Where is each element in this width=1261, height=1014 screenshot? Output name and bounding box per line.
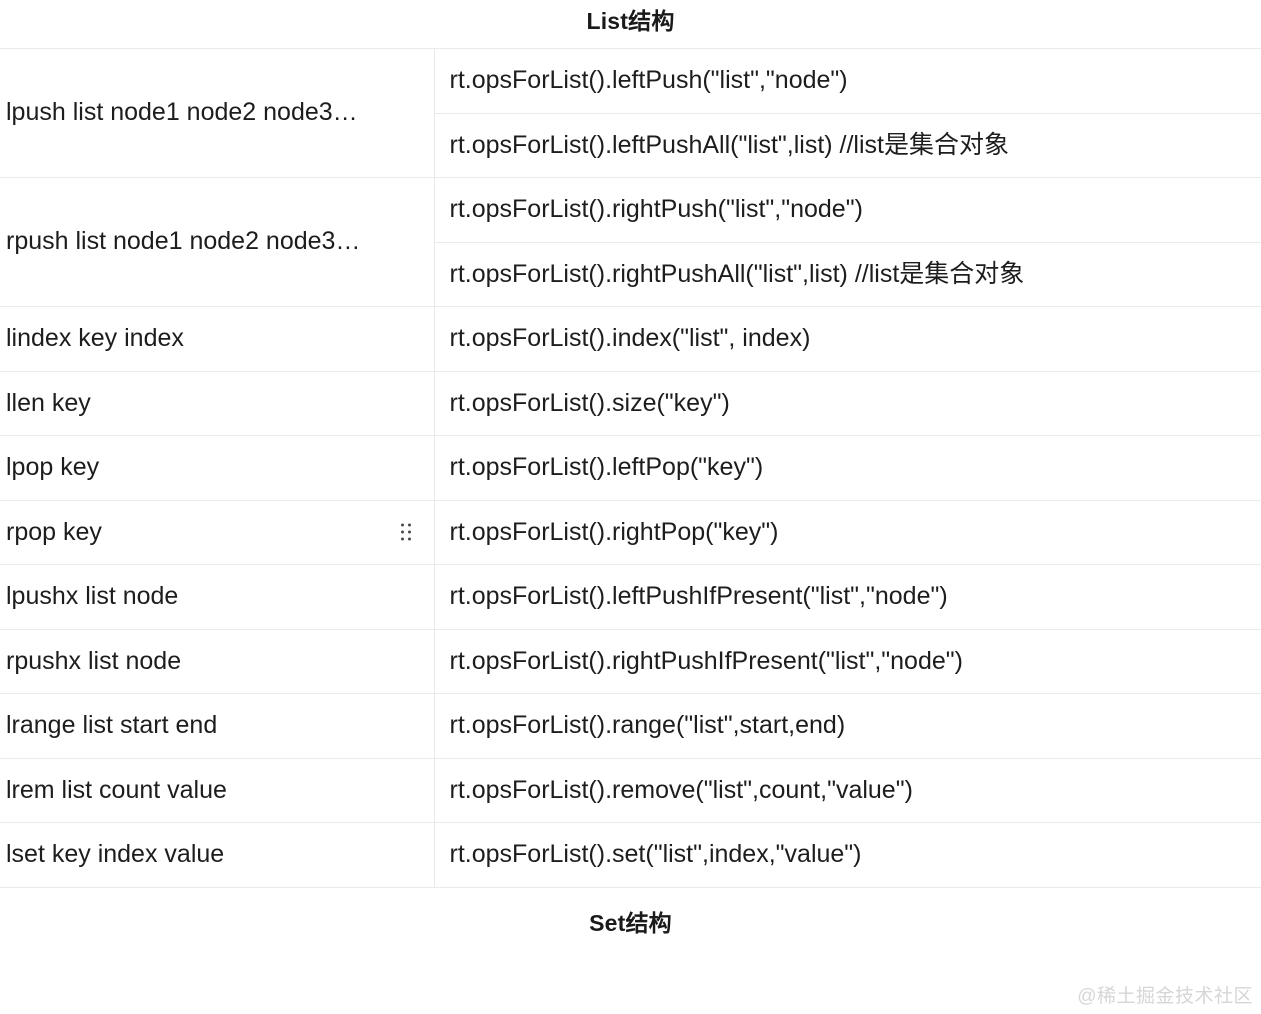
api-stack: rt.opsForList().remove("list",count,"val… [435,759,1261,823]
command-cell: rpushx list node [0,629,435,694]
api-cell: rt.opsForList().rightPushIfPresent("list… [434,629,1261,694]
api-sub-row: rt.opsForList().rightPushIfPresent("list… [435,630,1261,694]
table-row: llen key rt.opsForList().size("key") [0,371,1261,436]
command-cell: lrem list count value [0,758,435,823]
api-text: rt.opsForList().rightPushAll("list",list… [449,259,1025,288]
api-cell: rt.opsForList().leftPush("list","node") r… [434,48,1261,178]
command-text: llen key [6,388,91,417]
watermark: @稀土掘金技术社区 [1077,986,1253,1007]
api-sub-row: rt.opsForList().leftPushAll("list",list)… [435,114,1261,178]
table-row: rpush list node1 node2 node3… rt.opsForLi… [0,177,1261,307]
table-row: rpushx list node rt.opsForList().rightPus… [0,629,1261,694]
api-text: rt.opsForList().rightPop("key") [449,517,779,546]
api-text: rt.opsForList().index("list", index) [449,324,811,352]
api-text: rt.opsForList().leftPushAll("list",list)… [449,130,1010,159]
next-section-title: Set结构 [589,909,672,936]
api-sub-row: rt.opsForList().index("list", index) [435,307,1261,371]
api-text: rt.opsForList().size("key") [449,388,730,417]
page-title: List结构 [586,8,675,34]
table-row: lpushx list node rt.opsForList().leftPush… [0,564,1261,630]
command-cell: lset key index value [0,822,435,888]
command-text: rpush list node1 node2 node3… [6,227,361,256]
command-cell: rpush list node1 node2 node3… [0,177,435,307]
api-text: rt.opsForList().leftPushIfPresent("list"… [449,582,948,610]
command-cell: lpop key [0,435,435,501]
command-text: lset key index value [6,840,225,868]
command-cell: lpushx list node [0,564,435,630]
command-text: lpushx list node [6,582,179,610]
command-cell: llen key [0,371,435,436]
api-cell: rt.opsForList().set("list",index,"value"… [434,822,1261,888]
command-text: rpop key [6,517,102,546]
command-text: rpushx list node [6,646,182,675]
api-stack: rt.opsForList().leftPop("key") [435,436,1261,500]
api-text: rt.opsForList().set("list",index,"value"… [449,840,862,868]
api-cell: rt.opsForList().rightPush("list","node")… [434,177,1261,307]
api-sub-row: rt.opsForList().rightPush("list","node") [434,178,1261,243]
command-cell: lpush list node1 node2 node3… [0,48,435,178]
api-sub-row: rt.opsForList().rightPushAll("list",list… [435,243,1261,307]
api-sub-row: rt.opsForList().leftPushIfPresent("list"… [435,565,1261,629]
command-cell: lrange list start end [0,693,435,759]
api-stack: rt.opsForList().leftPush("list","node") r… [434,49,1261,178]
command-cell: rpop key [0,500,435,565]
api-sub-row: rt.opsForList().leftPush("list","node") [434,49,1261,114]
api-stack: rt.opsForList().index("list", index) [435,307,1261,371]
table-row: lrem list count value rt.opsForList().rem… [0,758,1261,823]
api-sub-row: rt.opsForList().range("list",start,end) [435,694,1261,758]
api-sub-row: rt.opsForList().rightPop("key") [435,501,1261,565]
command-text: lrem list count value [6,775,227,804]
api-cell: rt.opsForList().size("key") [434,371,1261,436]
api-cell: rt.opsForList().range("list",start,end) [434,693,1261,759]
command-cell: lindex key index [0,306,435,372]
api-text: rt.opsForList().remove("list",count,"val… [449,775,913,804]
table-row: lpop key rt.opsForList().leftPop("key") [0,435,1261,501]
api-sub-row: rt.opsForList().leftPop("key") [435,436,1261,500]
api-stack: rt.opsForList().range("list",start,end) [435,694,1261,758]
command-text: lrange list start end [6,711,218,739]
api-stack: rt.opsForList().set("list",index,"value"… [435,823,1261,887]
table-row: lrange list start end rt.opsForList().ran… [0,693,1261,759]
api-sub-row: rt.opsForList().remove("list",count,"val… [435,759,1261,823]
command-text: lpop key [6,453,100,481]
api-text: rt.opsForList().range("list",start,end) [449,711,846,739]
column-resize-grip-icon[interactable] [400,523,412,541]
table-row: lset key index value rt.opsForList().set(… [0,822,1261,888]
table-body: lpush list node1 node2 node3… rt.opsForLi… [0,48,1261,888]
api-cell: rt.opsForList().index("list", index) [434,306,1261,372]
api-cell: rt.opsForList().rightPop("key") [434,500,1261,565]
api-text: rt.opsForList().leftPop("key") [449,453,764,481]
api-text: rt.opsForList().rightPush("list","node") [449,195,863,223]
api-cell: rt.opsForList().remove("list",count,"val… [434,758,1261,823]
api-text: rt.opsForList().rightPushIfPresent("list… [449,646,963,675]
redis-list-command-table: lpush list node1 node2 node3… rt.opsForLi… [0,48,1261,888]
table-row: rpop key rt.opsForList().rightPop("key") [0,500,1261,565]
api-stack: rt.opsForList().leftPushIfPresent("list"… [435,565,1261,629]
api-stack: rt.opsForList().rightPushIfPresent("list… [435,630,1261,694]
api-text: rt.opsForList().leftPush("list","node") [449,66,848,94]
table-row: lindex key index rt.opsForList().index("l… [0,306,1261,372]
api-stack: rt.opsForList().rightPush("list","node")… [434,178,1261,307]
api-sub-row: rt.opsForList().set("list",index,"value"… [435,823,1261,887]
api-cell: rt.opsForList().leftPop("key") [434,435,1261,501]
command-text: lindex key index [6,324,184,352]
api-cell: rt.opsForList().leftPushIfPresent("list"… [434,564,1261,630]
command-text: lpush list node1 node2 node3… [6,98,358,127]
table-row: lpush list node1 node2 node3… rt.opsForLi… [0,48,1261,178]
api-stack: rt.opsForList().size("key") [435,372,1261,436]
api-sub-row: rt.opsForList().size("key") [435,372,1261,436]
api-stack: rt.opsForList().rightPop("key") [435,501,1261,565]
